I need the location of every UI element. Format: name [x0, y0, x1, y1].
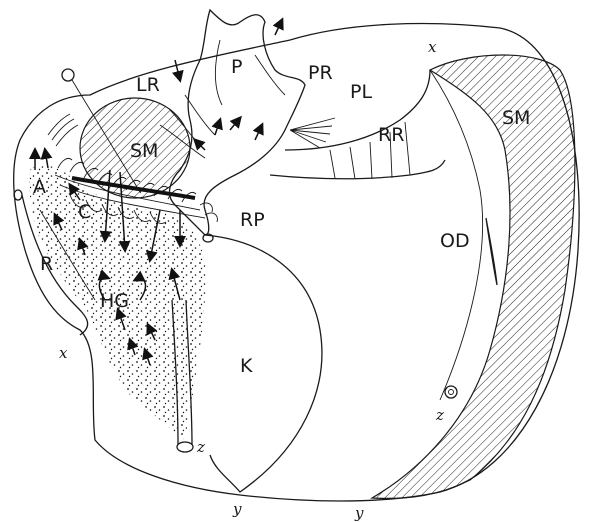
label-od: OD [440, 230, 470, 252]
label-pr: PR [308, 62, 333, 84]
od-slit [486, 218, 497, 285]
label-sm-right: SM [502, 107, 530, 129]
label-x-left: x [59, 344, 68, 362]
rr-band-lower [270, 160, 445, 179]
label-z-right: z [435, 406, 444, 424]
p-structure [170, 10, 305, 235]
label-a: A [33, 176, 46, 198]
label-lr: LR [136, 74, 160, 96]
label-pl: PL [350, 81, 372, 103]
right-z-opening [445, 386, 457, 398]
label-z-left: z [196, 438, 205, 456]
label-y-left: y [232, 500, 242, 518]
label-r: R [40, 253, 53, 275]
right-z-opening-inner [449, 390, 454, 395]
label-rp: RP [240, 209, 265, 231]
label-k: K [240, 355, 253, 377]
k-region [205, 235, 322, 492]
a-opening [14, 190, 22, 200]
label-sm-left: SM [130, 140, 158, 162]
sm-right-muscle [372, 55, 575, 498]
label-c: C [78, 201, 91, 223]
p-inner [215, 40, 285, 105]
left-tube-opening [177, 442, 193, 452]
label-y-right: y [354, 504, 364, 522]
pr-fan [290, 118, 335, 148]
label-hg: HG [100, 290, 129, 312]
label-p: P [231, 56, 242, 78]
label-rr: RR [378, 124, 404, 146]
label-x-top: x [428, 38, 437, 56]
